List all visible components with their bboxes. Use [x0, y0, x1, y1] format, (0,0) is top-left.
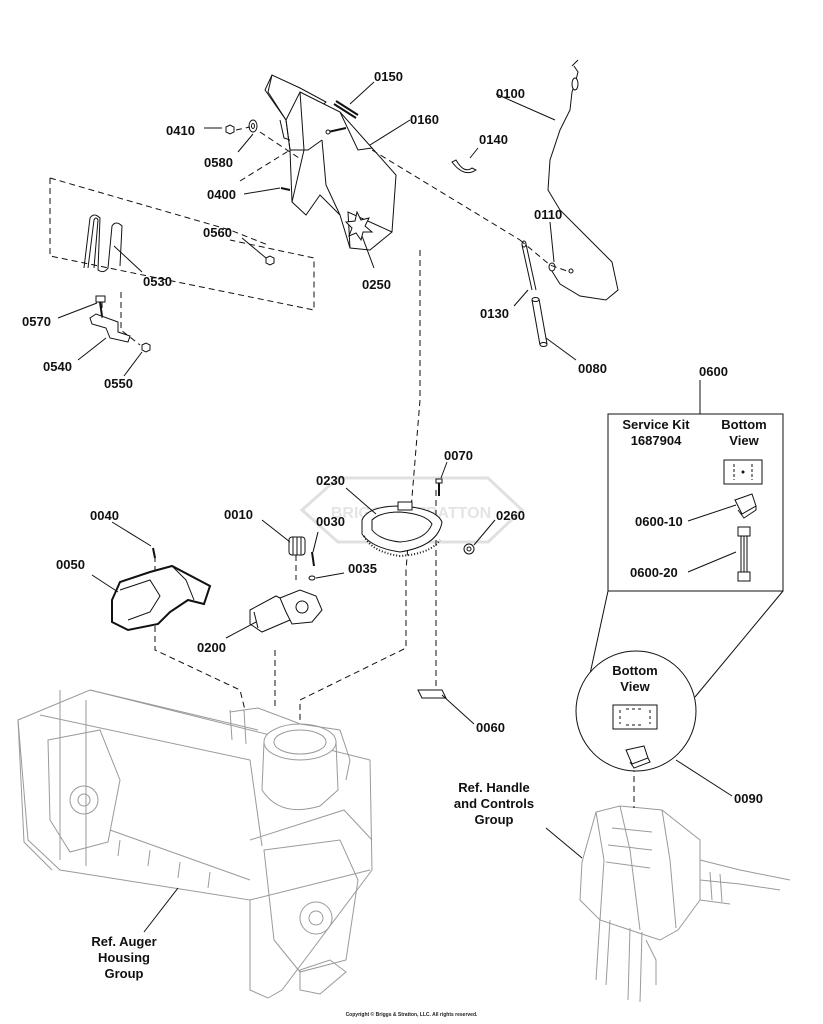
- spring-0530: [83, 214, 123, 273]
- callout-0080: 0080: [578, 361, 607, 376]
- motor-0200: [249, 589, 323, 633]
- ref-handle-label: Ref. Handle and Controls Group: [444, 780, 544, 828]
- cable-0100: [547, 59, 619, 301]
- bottom-view-circle-line1: Bottom: [612, 663, 658, 678]
- nut-0410: [225, 124, 235, 135]
- rod-0130: [521, 243, 537, 291]
- callout-0600-10: 0600-10: [635, 514, 683, 529]
- callout-0160: 0160: [410, 112, 439, 127]
- callout-0140: 0140: [479, 132, 508, 147]
- service-kit-number: 1687904: [630, 433, 682, 448]
- bottom-view-kit-line1: Bottom: [721, 417, 767, 432]
- screw-0030: [311, 551, 315, 567]
- callout-0530: 0530: [143, 274, 172, 289]
- callout-0050: 0050: [56, 557, 85, 572]
- callout-0550: 0550: [104, 376, 133, 391]
- callout-0100: 0100: [496, 86, 525, 101]
- bottom-view-kit-line2: View: [729, 433, 759, 448]
- nut-0260: [463, 543, 475, 555]
- callout-0560: 0560: [203, 225, 232, 240]
- callout-0035: 0035: [348, 561, 377, 576]
- ring-gear-0230: [361, 501, 443, 558]
- tube-0080: [531, 298, 548, 346]
- ref-handle-line1: Ref. Handle: [458, 780, 530, 795]
- callout-0030: 0030: [316, 514, 345, 529]
- nut-0560: [265, 255, 275, 266]
- assembly-lines: [49, 126, 571, 722]
- callout-0570: 0570: [22, 314, 51, 329]
- nut-0550: [141, 342, 151, 353]
- bottom-view-callout: [575, 650, 697, 772]
- service-kit-label: Service Kit 1687904: [612, 417, 700, 449]
- callout-0150: 0150: [374, 69, 403, 84]
- auger-housing-illustration: [17, 689, 373, 999]
- callout-0110: 0110: [534, 207, 563, 222]
- callout-0040: 0040: [90, 508, 119, 523]
- callout-0090: 0090: [734, 791, 763, 806]
- ref-auger-label: Ref. Auger Housing Group: [78, 934, 170, 982]
- callout-0250: 0250: [362, 277, 391, 292]
- screw-0040: [152, 547, 156, 559]
- ref-handle-line3: Group: [474, 812, 514, 827]
- callout-0600-20: 0600-20: [630, 565, 678, 580]
- bracket-0540: [89, 313, 131, 343]
- callout-0230: 0230: [316, 473, 345, 488]
- ref-handle-line2: and Controls: [453, 796, 535, 811]
- fitting-0110: [548, 262, 556, 272]
- callout-0260: 0260: [496, 508, 525, 523]
- clip-0140: [451, 159, 477, 174]
- callout-0540: 0540: [43, 359, 72, 374]
- copyright-notice: Copyright © Briggs & Stratton, LLC. All …: [345, 1012, 478, 1018]
- gear-0010: [288, 536, 306, 556]
- callout-0060: 0060: [476, 720, 505, 735]
- bottom-view-circle-label: Bottom View: [600, 663, 670, 695]
- callout-0130: 0130: [480, 306, 509, 321]
- callout-0410: 0410: [166, 123, 195, 138]
- service-kit-box: [584, 380, 784, 698]
- bottom-view-kit-label: Bottom View: [712, 417, 776, 449]
- callout-0580: 0580: [204, 155, 233, 170]
- handle-controls-illustration: [579, 805, 791, 1003]
- chute-assembly: [264, 74, 397, 251]
- cover-0050: [111, 564, 212, 632]
- screw-0400: [280, 187, 291, 191]
- part-0060: [417, 689, 447, 699]
- service-kit-title: Service Kit: [622, 417, 690, 432]
- ref-auger-line2: Housing: [98, 950, 150, 965]
- callout-0200: 0200: [197, 640, 226, 655]
- callout-0400: 0400: [207, 187, 236, 202]
- washer-0580: [248, 119, 258, 133]
- ref-auger-line3: Group: [104, 966, 144, 981]
- bottom-view-circle-line2: View: [620, 679, 650, 694]
- ref-auger-line1: Ref. Auger: [91, 934, 157, 949]
- callout-0010: 0010: [224, 507, 253, 522]
- leader-lines: [57, 81, 737, 933]
- callout-0070: 0070: [444, 448, 473, 463]
- washer-0035: [308, 575, 316, 581]
- callout-0600: 0600: [699, 364, 728, 379]
